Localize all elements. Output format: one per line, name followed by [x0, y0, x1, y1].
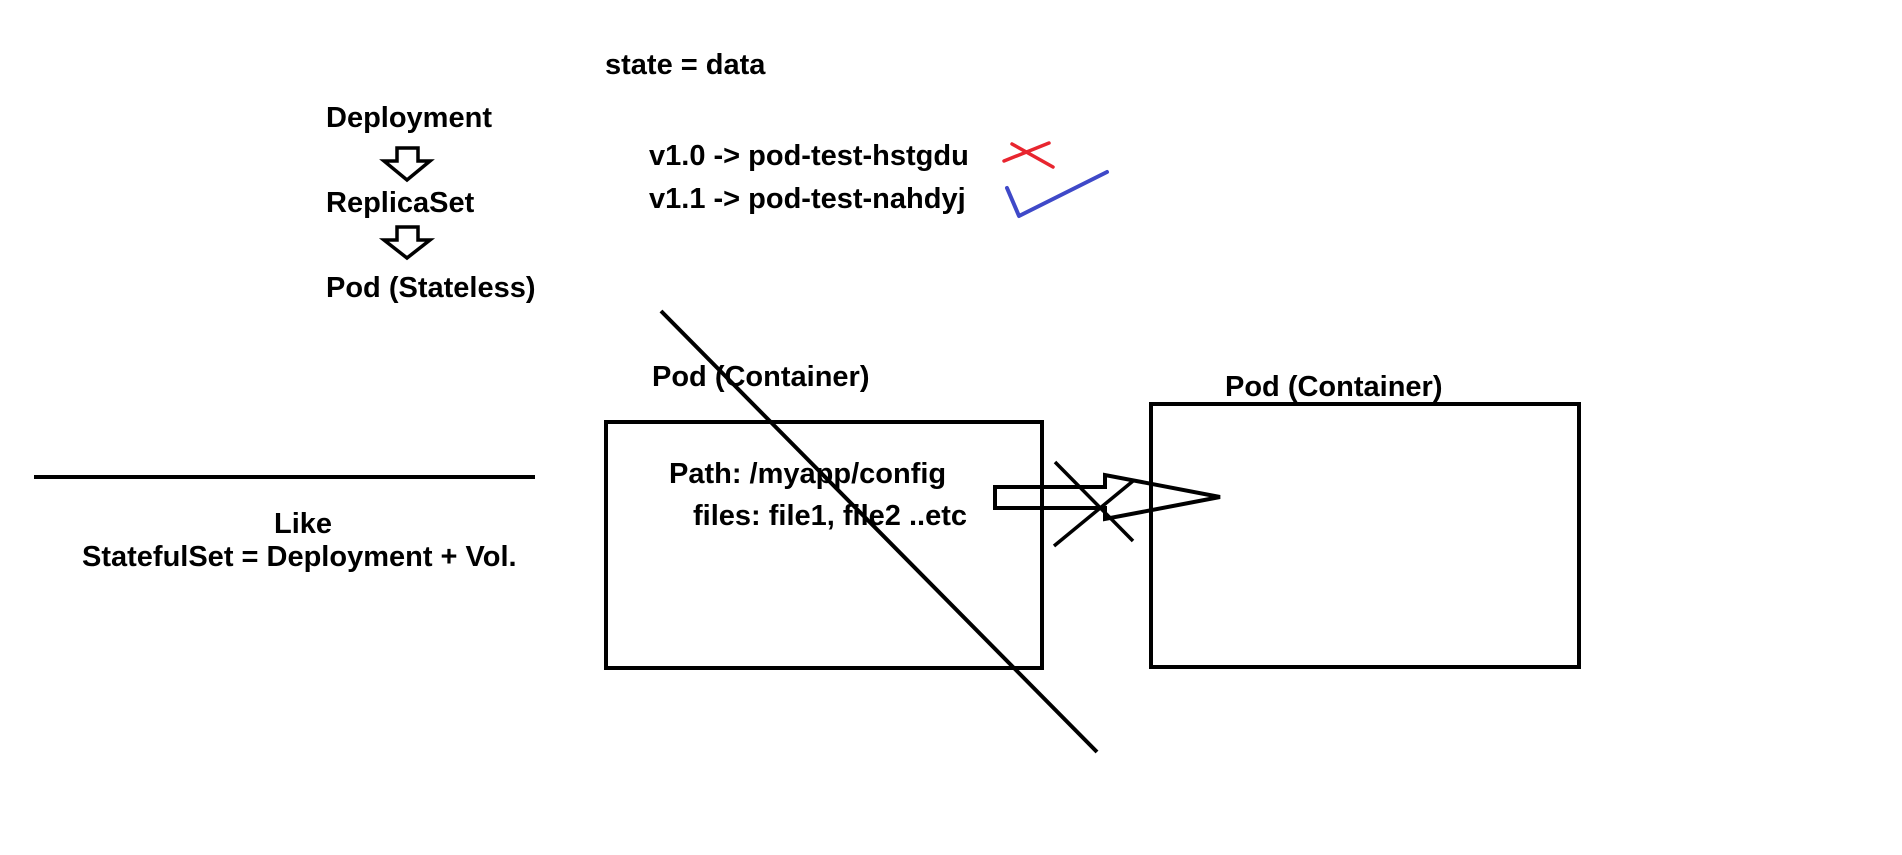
strike-line: [659, 309, 1099, 754]
like-label: Like: [274, 508, 333, 540]
transfer-arrow: [993, 472, 1221, 522]
deployment-label: Deployment: [326, 102, 492, 134]
version-line-1: v1.0 -> pod-test-hstgdu: [649, 140, 969, 172]
left-pod-box: [604, 420, 1044, 670]
down-arrow-icon: [379, 146, 435, 183]
pod-stateless-label: Pod (Stateless): [326, 272, 536, 304]
down-arrow-icon: [378, 225, 436, 261]
left-pod-path: Path: /myapp/config: [669, 458, 947, 490]
right-pod-title: Pod (Container): [1225, 371, 1443, 403]
state-heading: state = data: [605, 49, 766, 81]
cross-over-arrow: [1052, 479, 1135, 548]
check-mark-icon: [1005, 170, 1109, 218]
version-line-2: v1.1 -> pod-test-nahdyj: [649, 183, 966, 215]
right-pod-box: [1149, 402, 1581, 669]
cross-mark-icon: [1010, 142, 1055, 169]
left-pod-title: Pod (Container): [652, 361, 870, 393]
replicaset-label: ReplicaSet: [326, 187, 475, 219]
cross-over-arrow: [1053, 460, 1135, 543]
left-pod-files: files: file1, file2 ..etc: [693, 500, 967, 532]
statefulset-equation: StatefulSet = Deployment + Vol.: [82, 541, 517, 573]
